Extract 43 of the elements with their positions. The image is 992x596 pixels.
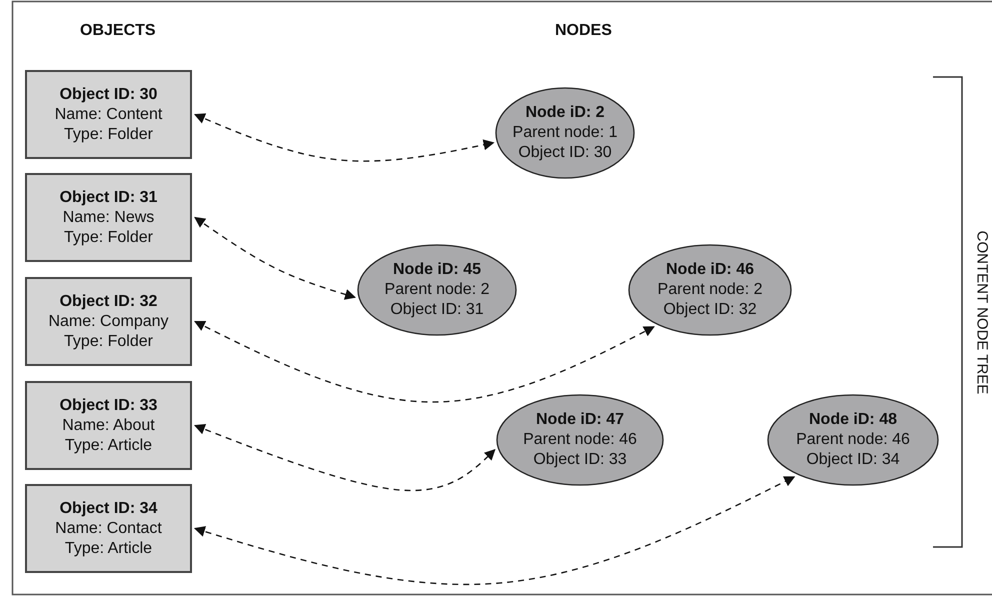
dashed-arrow: [194, 113, 495, 162]
node-detail: Parent node: 1: [512, 123, 618, 143]
object-box: [25, 484, 192, 573]
node-title: Node iD: 2: [525, 103, 605, 123]
dashed-arrow: [194, 424, 496, 492]
node-title: Object ID: 31: [60, 188, 158, 208]
node-detail: Parent node: 46: [796, 430, 910, 450]
node-detail: Name: About: [62, 416, 155, 436]
node-title: Object ID: 32: [60, 292, 158, 312]
dashed-arrow: [194, 320, 655, 403]
object-box: [25, 277, 192, 366]
node-detail: Object ID: 31: [390, 300, 484, 320]
node-title: Node iD: 45: [392, 260, 481, 280]
node-title: Node iD: 46: [666, 260, 754, 280]
node-detail: Name: News: [62, 208, 154, 228]
node-detail: Type: Folder: [64, 332, 153, 352]
node-detail: Parent node: 46: [523, 430, 637, 450]
column-heading: OBJECTS: [80, 22, 156, 40]
node-title: Object ID: 34: [60, 498, 158, 518]
bracket-label: CONTENT NODE TREE: [973, 230, 990, 394]
node-detail: Name: Contact: [55, 518, 162, 538]
node-title: Node iD: 47: [536, 410, 624, 430]
node-detail: Type: Article: [64, 436, 152, 456]
object-box: [25, 70, 192, 159]
node-detail: Object ID: 32: [663, 300, 757, 320]
object-box: [25, 381, 192, 470]
node-detail: Object ID: 34: [806, 450, 900, 470]
node-detail: Parent node: 2: [658, 280, 762, 300]
node-detail: Object ID: 30: [518, 143, 612, 163]
node-title: Object ID: 30: [60, 84, 158, 104]
node-detail: Type: Article: [64, 538, 152, 558]
dashed-arrow: [194, 476, 796, 585]
node-title: Object ID: 33: [60, 396, 158, 416]
dashed-arrow: [194, 216, 356, 300]
node-detail: Type: Folder: [64, 124, 153, 144]
column-heading: NODES: [555, 22, 612, 40]
node-detail: Object ID: 33: [533, 450, 627, 470]
node-detail: Name: Content: [54, 104, 162, 124]
node-detail: Parent node: 2: [384, 280, 490, 300]
node-detail: Type: Folder: [64, 228, 153, 248]
node-title: Node iD: 48: [808, 410, 897, 430]
object-box: [25, 173, 192, 262]
node-detail: Name: Company: [48, 312, 169, 332]
